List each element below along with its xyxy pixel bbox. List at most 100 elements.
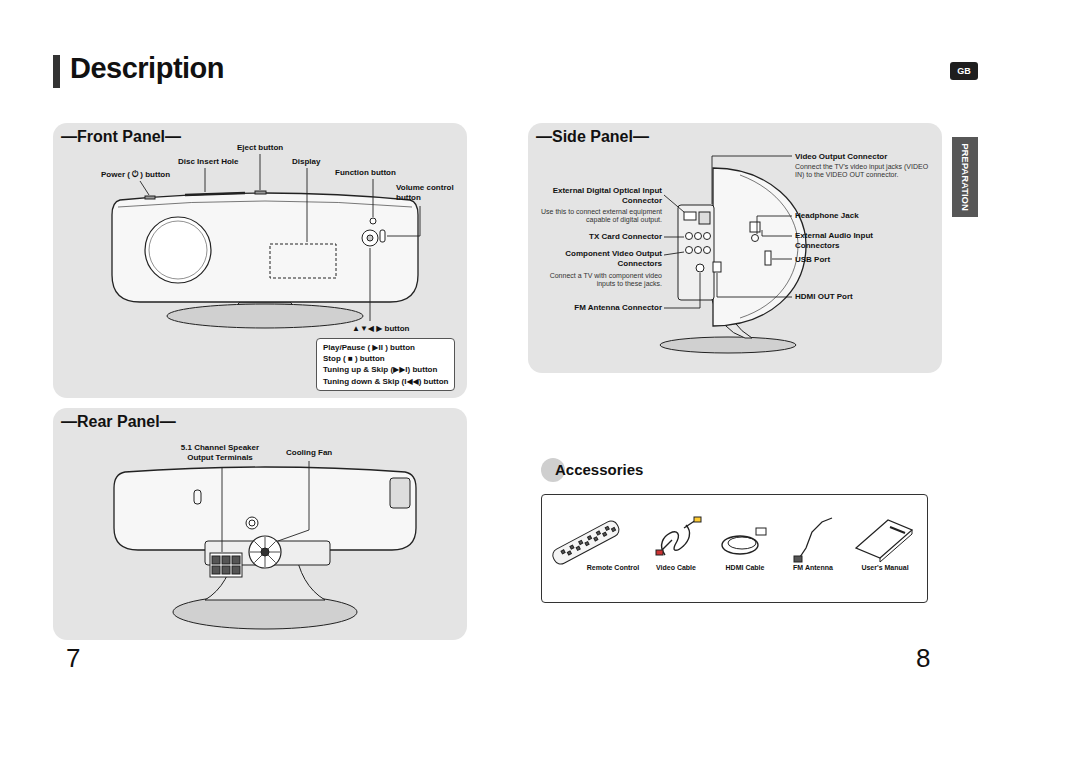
remote-body — [550, 519, 621, 567]
component-jack — [704, 233, 711, 240]
manual-spine — [880, 530, 912, 562]
hdmi-plug — [756, 528, 766, 535]
page-number: 7 — [66, 643, 80, 674]
tab-text: GB — [950, 62, 978, 80]
terminal — [222, 566, 230, 574]
remote-key — [603, 532, 607, 536]
mount-hole-inner — [249, 520, 255, 526]
usb-port — [765, 251, 771, 265]
remote-key — [579, 540, 583, 544]
leader-line — [762, 230, 792, 236]
leader-line — [205, 168, 206, 192]
rear-recess — [390, 478, 410, 508]
stand-base — [167, 304, 363, 328]
accessory-name: Remote Control — [573, 564, 653, 571]
terminal — [222, 556, 230, 564]
button-name: Tuning up & Skip (▶▶I) button — [323, 364, 448, 375]
part-label: Volume control button — [396, 183, 462, 202]
fan-hub — [261, 548, 269, 556]
tab-text: PREPARATION — [960, 143, 971, 211]
leader-line — [664, 237, 684, 238]
remote-key — [611, 528, 615, 532]
leader-line — [278, 461, 309, 541]
component-jack — [695, 233, 702, 240]
title-bar — [53, 55, 60, 88]
function-button — [370, 218, 376, 224]
leader-line — [772, 259, 792, 260]
leader-line — [373, 179, 374, 217]
remote-key — [585, 542, 589, 546]
part-label: Video Output Connector — [795, 152, 887, 162]
remote-key — [596, 531, 600, 535]
language-badge: GB — [950, 62, 978, 80]
part-label: ▲▼◀ ▶ button — [352, 324, 409, 334]
part-label: Power ( ⏻ ) button — [101, 170, 170, 180]
leader-line — [664, 252, 684, 255]
accessory-name: FM Antenna — [773, 564, 853, 571]
page-number: 8 — [916, 643, 930, 674]
component-jack — [695, 247, 702, 254]
unit-body — [112, 193, 418, 302]
note-text: Use this to connect external equipment c… — [530, 208, 662, 225]
audio-input — [750, 222, 760, 232]
leader-line — [370, 248, 371, 321]
video-plug — [656, 550, 663, 555]
panel-heading: —Side Panel— — [536, 128, 649, 146]
accessory-name: Video Cable — [636, 564, 716, 571]
power-button — [145, 196, 155, 199]
remote-key — [576, 546, 580, 550]
terminal — [232, 556, 240, 564]
part-label: HDMI OUT Port — [795, 292, 853, 302]
part-label: Eject button — [237, 143, 283, 153]
headphone-jack — [752, 235, 759, 242]
remote-key — [588, 536, 592, 540]
mount-hole — [246, 517, 258, 529]
button-list-box: Play/Pause ( ▶II ) buttonStop ( ■ ) butt… — [316, 338, 455, 391]
terminal — [212, 566, 220, 574]
remote-key — [567, 551, 571, 555]
leader-line — [140, 181, 149, 195]
manual-icon — [856, 520, 912, 558]
terminal — [232, 566, 240, 574]
video-cable-icon — [660, 520, 696, 555]
part-label: Display — [292, 157, 320, 167]
section-tab: PREPARATION — [952, 137, 978, 217]
speaker-terminals — [210, 553, 242, 577]
note-text: Connect a TV with component video inputs… — [530, 272, 662, 289]
part-label: Cooling Fan — [286, 448, 332, 458]
side-unit — [660, 168, 806, 353]
part-label: 5.1 Channel Speaker Output Terminals — [168, 443, 272, 462]
leader-line — [717, 273, 792, 297]
part-label: FM Antenna Connector — [545, 303, 662, 313]
speaker-grille — [145, 217, 211, 283]
leader-line — [222, 467, 223, 552]
part-label: TX Card Connector — [545, 232, 662, 242]
remote-key — [594, 537, 598, 541]
front-unit — [112, 191, 418, 306]
hdmi-coil — [728, 537, 756, 549]
hdmi-port — [713, 262, 721, 272]
leader-line — [387, 206, 420, 236]
rear-unit — [114, 467, 416, 629]
component-jack — [686, 247, 693, 254]
note-text: Connect the TV's video input jacks (VIDE… — [795, 163, 930, 180]
leader-line — [260, 154, 261, 190]
heading-disc — [541, 458, 565, 482]
nav-ring — [362, 230, 378, 246]
panel-heading: —Rear Panel— — [61, 413, 176, 431]
cooling-fan — [249, 536, 281, 568]
fm-antenna-icon — [798, 518, 832, 560]
body-edge — [118, 201, 412, 207]
speaker-ring — [149, 221, 207, 279]
optical-jack — [684, 212, 696, 220]
rear-slot — [194, 490, 201, 504]
page-title: Description — [70, 52, 224, 85]
remote-key — [561, 550, 565, 554]
leader-line — [664, 195, 684, 212]
leader-line — [307, 168, 308, 242]
disc-slot — [185, 193, 245, 195]
accessory-name: User's Manual — [845, 564, 925, 571]
button-name: Tuning down & Skip (I◀◀) button — [323, 376, 448, 387]
stand-base — [660, 337, 796, 353]
play-button — [367, 235, 373, 241]
